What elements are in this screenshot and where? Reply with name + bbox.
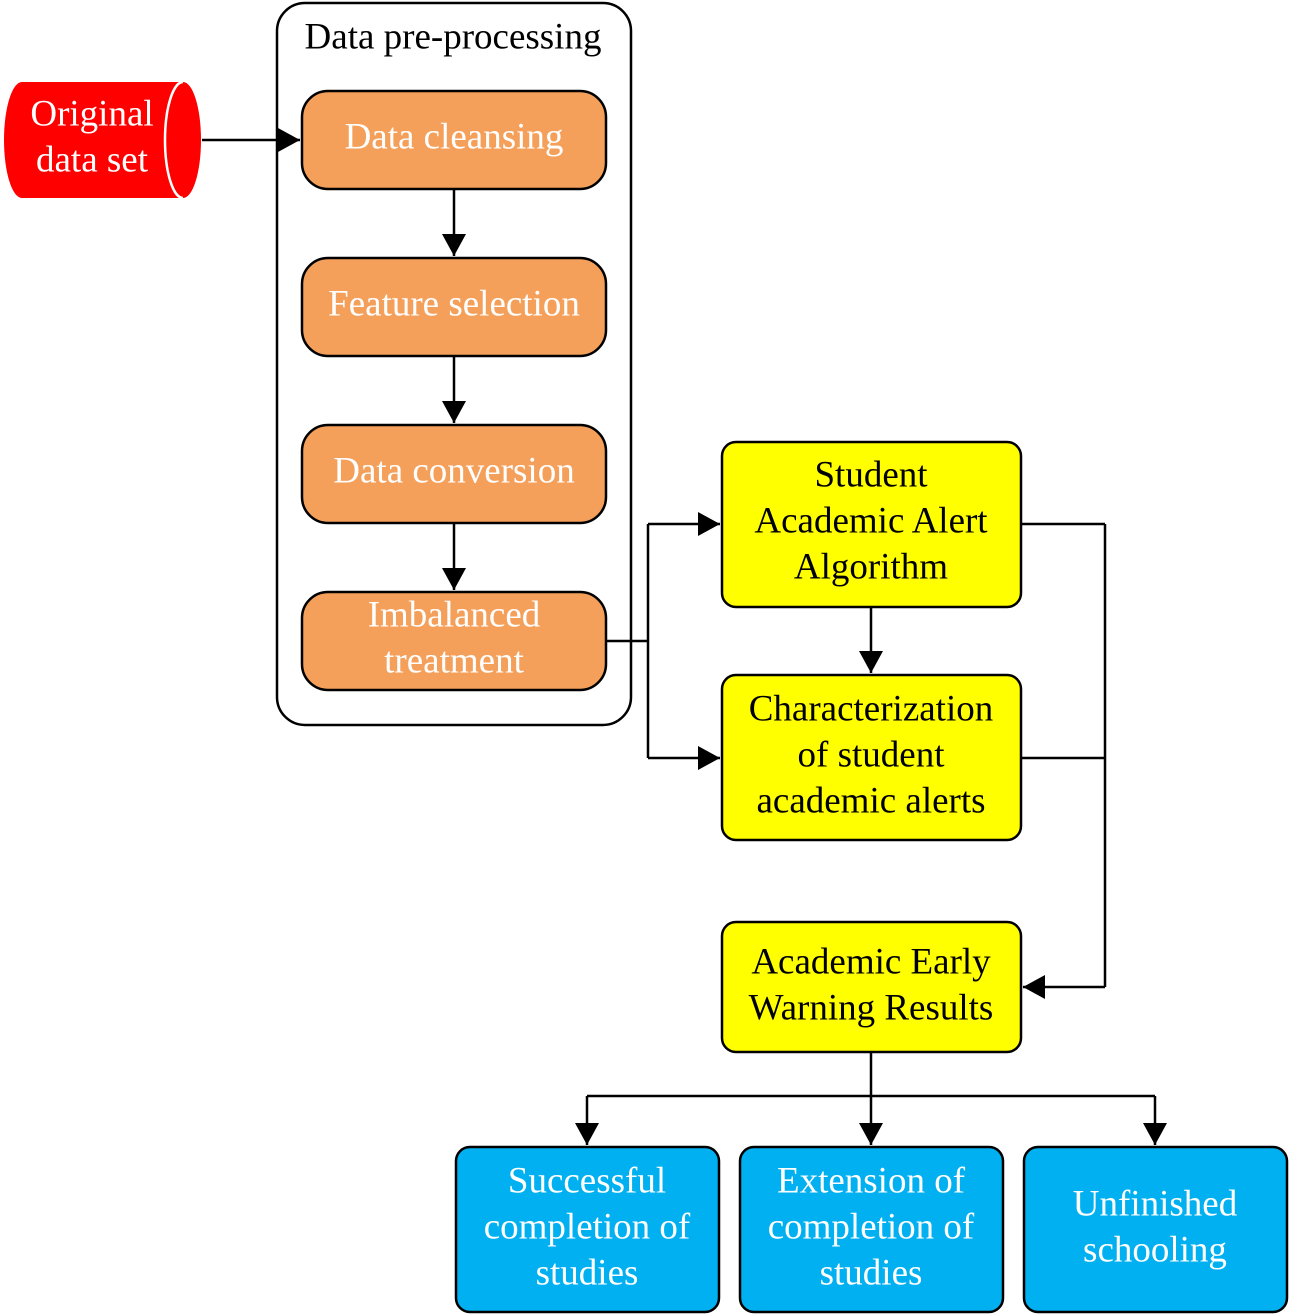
characterization-node: Characterization of student academic alert… — [720, 673, 1023, 842]
outcome-label: Successful completion of studies — [484, 1160, 691, 1293]
label-line: Feature selection — [328, 283, 580, 324]
outcome-label: Unfinished schooling — [1073, 1183, 1238, 1270]
step-label: Imbalanced treatment — [368, 594, 541, 681]
label-line: Characterization — [749, 688, 993, 729]
label-line: studies — [536, 1252, 639, 1293]
outcome-unfinished-schooling-node: Unfinished schooling — [1022, 1145, 1289, 1314]
original-dataset-node: Original data set — [4, 80, 201, 200]
label-line: Extension of — [777, 1160, 966, 1201]
preprocessing-step-feature-selection: Feature selection — [300, 256, 608, 358]
dataset-cylinder-edge — [163, 80, 184, 200]
label-line: completion of — [768, 1206, 975, 1247]
dataset-cylinder-shape — [4, 82, 201, 198]
label-line: Original — [30, 93, 153, 134]
preprocessing-step-imbalanced-treatment: Imbalanced treatment — [300, 590, 608, 692]
outcome-extension-of-completion-node: Extension of completion of studies — [738, 1145, 1005, 1314]
label-line: Warning Results — [749, 987, 994, 1028]
label-line: Imbalanced — [368, 594, 541, 635]
label-line: Algorithm — [794, 546, 948, 587]
preprocessing-title: Data pre-processing — [305, 16, 602, 57]
dataset-label: Original data set — [30, 93, 153, 180]
outcome-successful-completion-node: Successful completion of studies — [454, 1145, 721, 1314]
label-line: Academic Alert — [754, 500, 988, 541]
label-line: academic alerts — [756, 780, 985, 821]
label-line: Student — [814, 454, 928, 495]
label-line: Data conversion — [333, 450, 574, 491]
preprocessing-step-data-cleansing: Data cleansing — [300, 89, 608, 191]
label-line: data set — [36, 139, 149, 180]
label-line: of student — [798, 734, 946, 775]
label-line: schooling — [1083, 1229, 1227, 1270]
label-line: Successful — [508, 1160, 666, 1201]
label-line: Academic Early — [751, 941, 991, 982]
label-line: studies — [820, 1252, 923, 1293]
outcome-label: Extension of completion of studies — [768, 1160, 975, 1293]
step-label: Feature selection — [328, 283, 580, 324]
label-line: Unfinished — [1073, 1183, 1238, 1224]
label-line: completion of — [484, 1206, 691, 1247]
label-line: treatment — [384, 640, 524, 681]
step-label: Data conversion — [333, 450, 574, 491]
step-label: Data cleansing — [345, 116, 564, 157]
label-line: Data cleansing — [345, 116, 564, 157]
preprocessing-step-data-conversion: Data conversion — [300, 423, 608, 525]
characterization-label: Characterization of student academic alert… — [749, 688, 993, 821]
